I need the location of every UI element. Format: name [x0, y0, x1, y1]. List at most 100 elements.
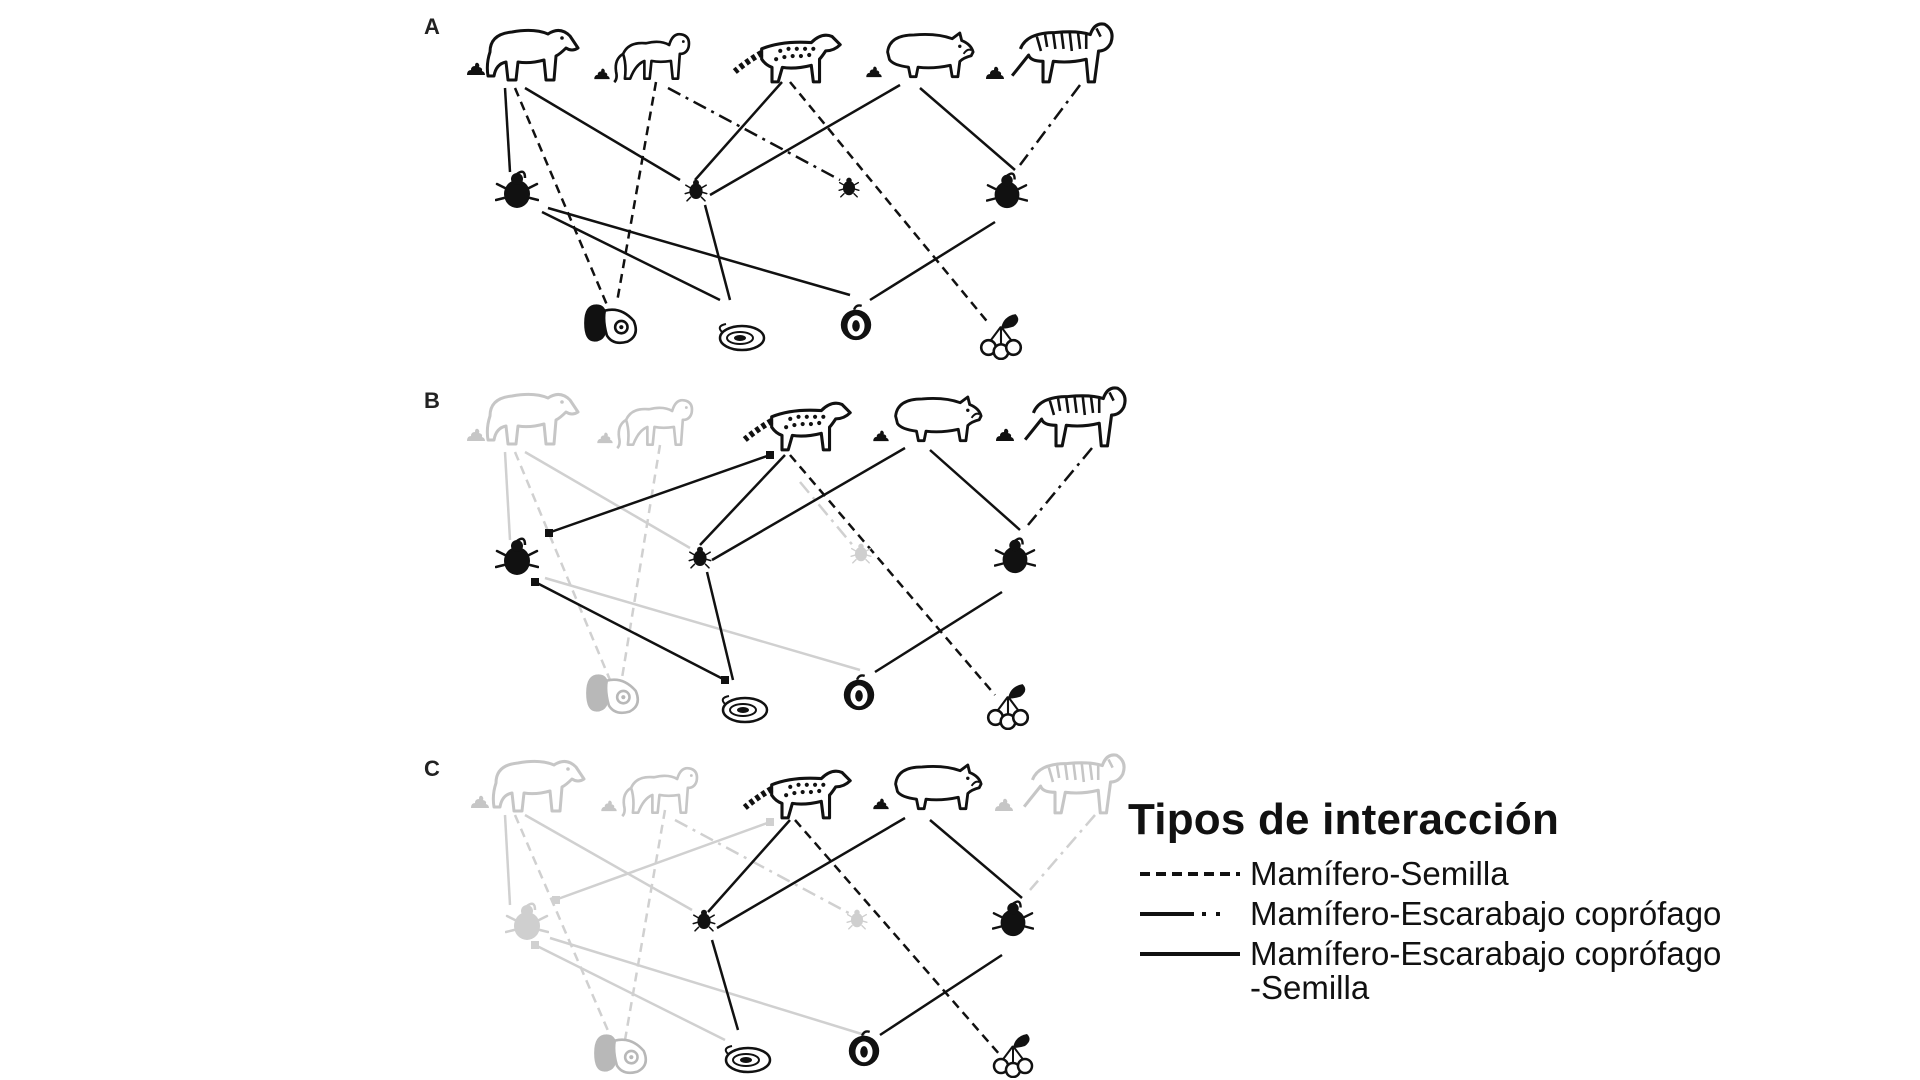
- dung-icon: [471, 795, 489, 808]
- link-civet-beetle2: [707, 819, 791, 913]
- dung-icon: [986, 66, 1004, 79]
- link-tapir-avocado: [513, 87, 609, 306]
- rambutan-icon: [847, 1030, 881, 1068]
- beetle-icon: [692, 909, 716, 932]
- link-civet-cherries: [794, 819, 1001, 1056]
- link-civet-cherries: [789, 81, 991, 326]
- tiger-icon: [1022, 753, 1126, 815]
- papaya-icon: [724, 1044, 772, 1074]
- beetle-icon: [846, 908, 868, 930]
- rambutan-icon: [839, 304, 873, 342]
- link-monkey-avocado: [615, 81, 658, 303]
- link-beetle2-papaya: [710, 939, 740, 1031]
- panel-c-mammals: [471, 753, 1126, 818]
- panel-a-mammals: [467, 22, 1114, 84]
- link-beetle1-papaya: [541, 210, 721, 302]
- panel-c: C: [424, 753, 1126, 1078]
- tiger-icon: [1023, 386, 1127, 448]
- dashed-line-sample: [1140, 872, 1240, 876]
- civet-icon: [745, 403, 850, 450]
- panel-c-beetles: [505, 900, 1034, 942]
- legend-label-line1: Mamífero-Escarabajo coprófago: [1250, 935, 1722, 972]
- boar-icon: [894, 395, 983, 443]
- link-boar-beetle4: [929, 819, 1023, 899]
- monkey-icon: [615, 398, 694, 450]
- dung-icon: [594, 68, 610, 80]
- civet-icon: [745, 771, 850, 818]
- panel-a: A: [424, 14, 1114, 360]
- dung-icon: [597, 432, 613, 444]
- civet-icon: [735, 35, 840, 82]
- link-tiger-beetle4: [1019, 84, 1081, 166]
- legend-item-dashdot: Mamífero-Escarabajo coprófago: [1128, 897, 1908, 937]
- panel-c-letter: C: [424, 756, 440, 781]
- link-beetle4-rambutan: [874, 590, 1003, 674]
- link-tapir-beetle2: [524, 86, 681, 182]
- panel-a-links: [503, 81, 1081, 326]
- link-boar-beetle2: [709, 83, 901, 197]
- link-beetle2-papaya: [703, 204, 732, 301]
- tiger-icon: [1010, 22, 1114, 84]
- tapir-icon: [491, 759, 586, 813]
- link-beetle4-rambutan: [869, 220, 996, 302]
- dashdot-line-sample: [1140, 912, 1240, 916]
- dung-icon: [467, 428, 485, 441]
- avocado-icon: [582, 303, 638, 345]
- link-beetle2-papaya: [705, 571, 735, 681]
- link-civet-beetle2: [699, 454, 786, 546]
- dung-icon: [873, 798, 889, 810]
- cherries-icon: [992, 1032, 1034, 1078]
- link-beetle1-papaya: [534, 580, 726, 682]
- avocado-icon: [592, 1033, 648, 1075]
- papaya-icon: [721, 694, 769, 724]
- solid-line-sample: [1140, 952, 1240, 956]
- panel-c-faded-markers: [531, 818, 774, 949]
- panel-b-mammals: [467, 386, 1127, 450]
- dung-icon: [873, 430, 889, 442]
- legend-item-dashed: Mamífero-Semilla: [1128, 857, 1908, 897]
- panel-c-seeds: [592, 1030, 1034, 1078]
- legend-title: Tipos de interacción: [1128, 795, 1560, 844]
- cherries-icon: [979, 312, 1023, 360]
- beetle-icon: [838, 176, 860, 198]
- link-monkey-beetle3: [667, 86, 841, 182]
- dung-icon: [996, 428, 1014, 441]
- panel-b-seeds: [584, 673, 1030, 730]
- cherries-icon: [986, 682, 1030, 730]
- legend-label: Mamífero-Escarabajo coprófago -Semilla: [1250, 937, 1721, 1005]
- beetle-icon: [994, 537, 1036, 575]
- link-tiger-beetle4: [1027, 447, 1093, 526]
- link-boar-beetle4: [929, 449, 1021, 531]
- beetle-icon: [684, 179, 708, 202]
- papaya-icon: [718, 322, 766, 352]
- beetle-icon: [688, 546, 712, 569]
- legend-item-solid: Mamífero-Escarabajo coprófago -Semilla: [1128, 937, 1908, 1021]
- tapir-icon: [485, 28, 580, 82]
- legend-label: Mamífero-Semilla: [1250, 855, 1509, 892]
- monkey-icon: [612, 32, 691, 84]
- monkey-icon: [620, 766, 699, 818]
- beetle-icon: [495, 537, 539, 577]
- avocado-icon: [584, 673, 640, 715]
- panel-c-faded-links: [503, 809, 1096, 1042]
- boar-icon: [886, 31, 975, 79]
- legend: Tipos de interacción Mamífero-Semilla Ma…: [1128, 795, 1908, 1021]
- panel-a-beetles: [495, 170, 1028, 210]
- dung-icon: [601, 800, 617, 812]
- dung-icon: [866, 66, 882, 78]
- legend-label-line2: -Semilla: [1250, 969, 1370, 1006]
- panel-b-letter: B: [424, 388, 440, 413]
- link-civet-beetle1: [547, 453, 771, 535]
- dung-icon: [467, 62, 485, 75]
- link-boar-beetle2: [716, 816, 906, 930]
- rambutan-icon: [842, 674, 876, 712]
- beetle-icon: [986, 172, 1028, 210]
- beetle-icon: [495, 170, 539, 210]
- link-beetle4-rambutan: [879, 953, 1003, 1037]
- panel-a-seeds: [582, 303, 1023, 360]
- panel-b-links: [534, 446, 1093, 696]
- panel-b: B: [424, 386, 1127, 730]
- link-tapir-beetle1: [503, 87, 512, 173]
- link-beetle1-rambutan: [547, 206, 851, 297]
